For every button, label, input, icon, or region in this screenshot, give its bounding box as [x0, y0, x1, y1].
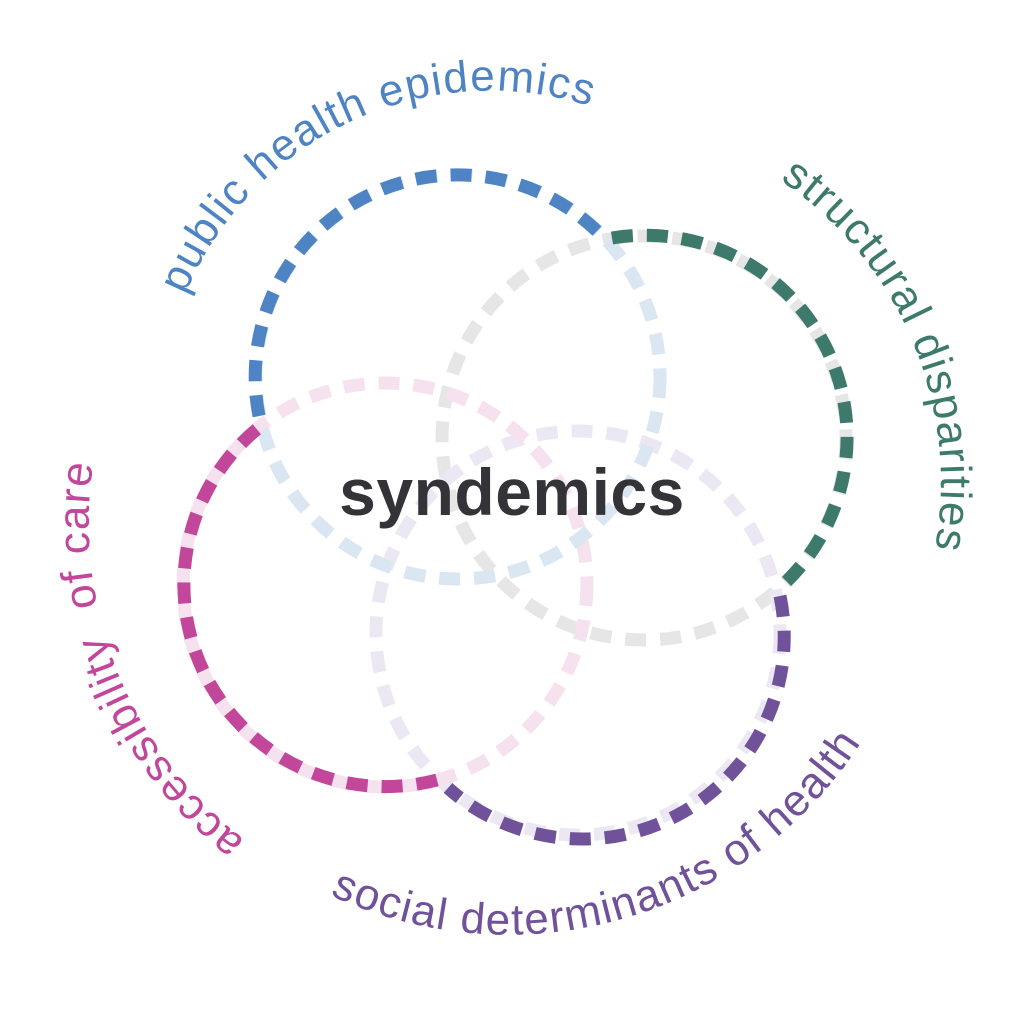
label-accessibility-of-care: accessibility of care — [0, 0, 251, 870]
label-public-health-epidemics: public health epidemics — [149, 51, 602, 299]
center-label-syndemics: syndemics — [339, 455, 685, 529]
ring-arc-public-health — [248, 168, 605, 418]
ring-arc-structural — [610, 228, 854, 587]
ring-arc-accessibility — [177, 416, 439, 794]
ring-arc-social — [443, 594, 791, 846]
